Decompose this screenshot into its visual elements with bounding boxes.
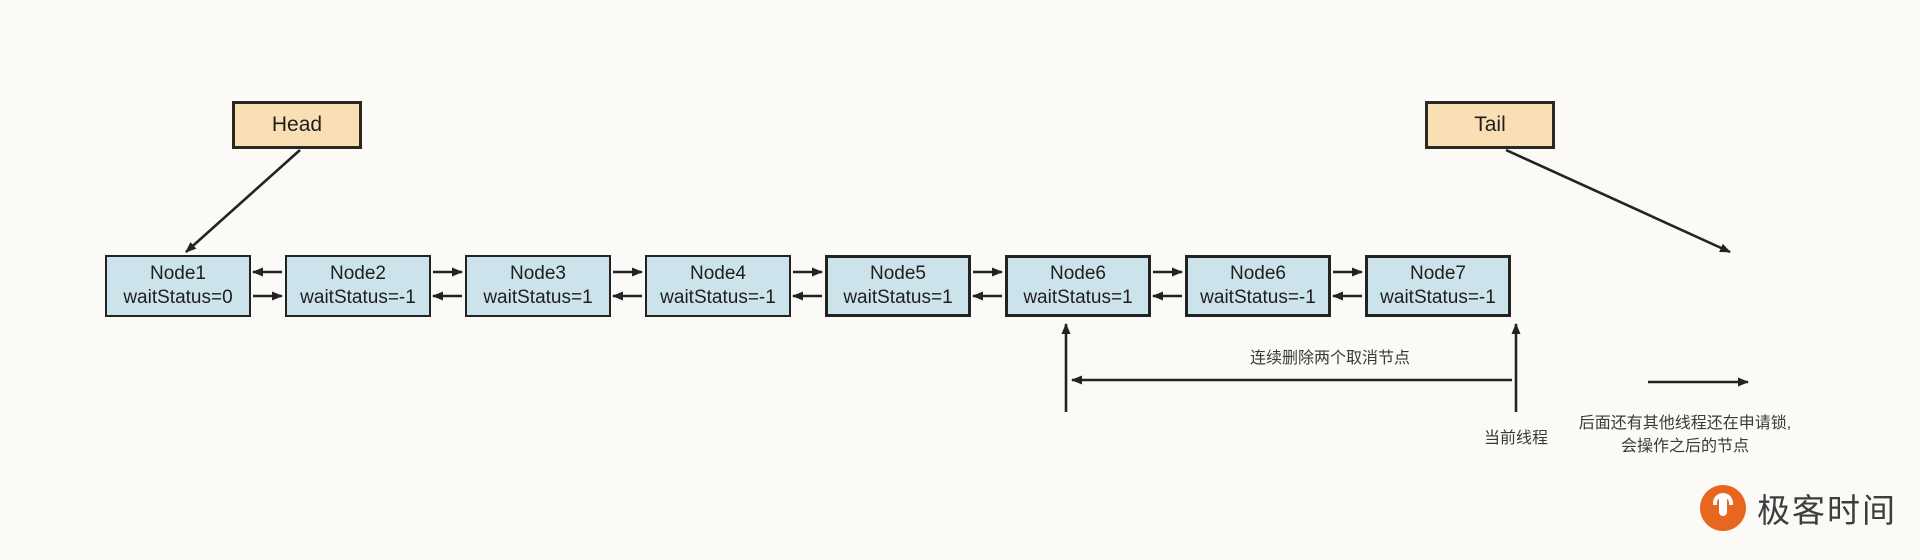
node-status-7: waitStatus=-1: [1200, 287, 1316, 308]
arrow-head-to-node1: [185, 149, 301, 253]
node-box-2[interactable]: Node2 waitStatus=-1: [285, 255, 431, 317]
watermark: 极客时间: [1700, 484, 1897, 532]
node-name-4: Node4: [690, 262, 746, 284]
node-box-4[interactable]: Node4 waitStatus=-1: [645, 255, 791, 317]
arrow-tail-to-node7: [1505, 148, 1731, 254]
pointer-box-head[interactable]: Head: [232, 101, 362, 149]
node-status-4: waitStatus=-1: [660, 287, 776, 308]
node-status-1: waitStatus=0: [123, 287, 233, 308]
node-name-8: Node7: [1410, 262, 1466, 284]
node-name-7: Node6: [1230, 262, 1286, 284]
node-name-5: Node5: [870, 262, 926, 284]
node-box-7[interactable]: Node6 waitStatus=-1: [1185, 255, 1331, 317]
node-name-6: Node6: [1050, 262, 1106, 284]
node-box-5[interactable]: Node5 waitStatus=1: [825, 255, 971, 317]
annotation-later-threads: 后面还有其他线程还在申请锁, 会操作之后的节点: [1570, 412, 1800, 458]
annotation-remove-note: 连续删除两个取消节点: [1249, 350, 1410, 367]
node-box-6[interactable]: Node6 waitStatus=1: [1005, 255, 1151, 317]
pointer-label-head: Head: [271, 112, 323, 136]
node-box-3[interactable]: Node3 waitStatus=1: [465, 255, 611, 317]
node-status-2: waitStatus=-1: [300, 287, 416, 308]
node-box-8[interactable]: Node7 waitStatus=-1: [1365, 255, 1511, 317]
annotation-current-thread: 当前线程: [1483, 430, 1548, 447]
geektime-logo-icon: [1700, 485, 1746, 531]
node-box-1[interactable]: Node1 waitStatus=0: [105, 255, 251, 317]
node-name-1: Node1: [150, 262, 206, 284]
node-status-8: waitStatus=-1: [1380, 287, 1496, 308]
pointer-label-tail: Tail: [1474, 112, 1506, 136]
pointer-box-tail[interactable]: Tail: [1425, 101, 1555, 149]
node-status-3: waitStatus=1: [483, 287, 593, 308]
annotation-later-threads-line2: 会操作之后的节点: [1620, 438, 1749, 456]
watermark-text: 极客时间: [1757, 491, 1897, 530]
node-name-2: Node2: [330, 262, 386, 284]
annotation-later-threads-line1: 后面还有其他线程还在申请锁,: [1578, 415, 1792, 432]
node-name-3: Node3: [510, 262, 566, 284]
node-status-6: waitStatus=1: [1023, 287, 1133, 308]
node-status-5: waitStatus=1: [843, 287, 953, 308]
